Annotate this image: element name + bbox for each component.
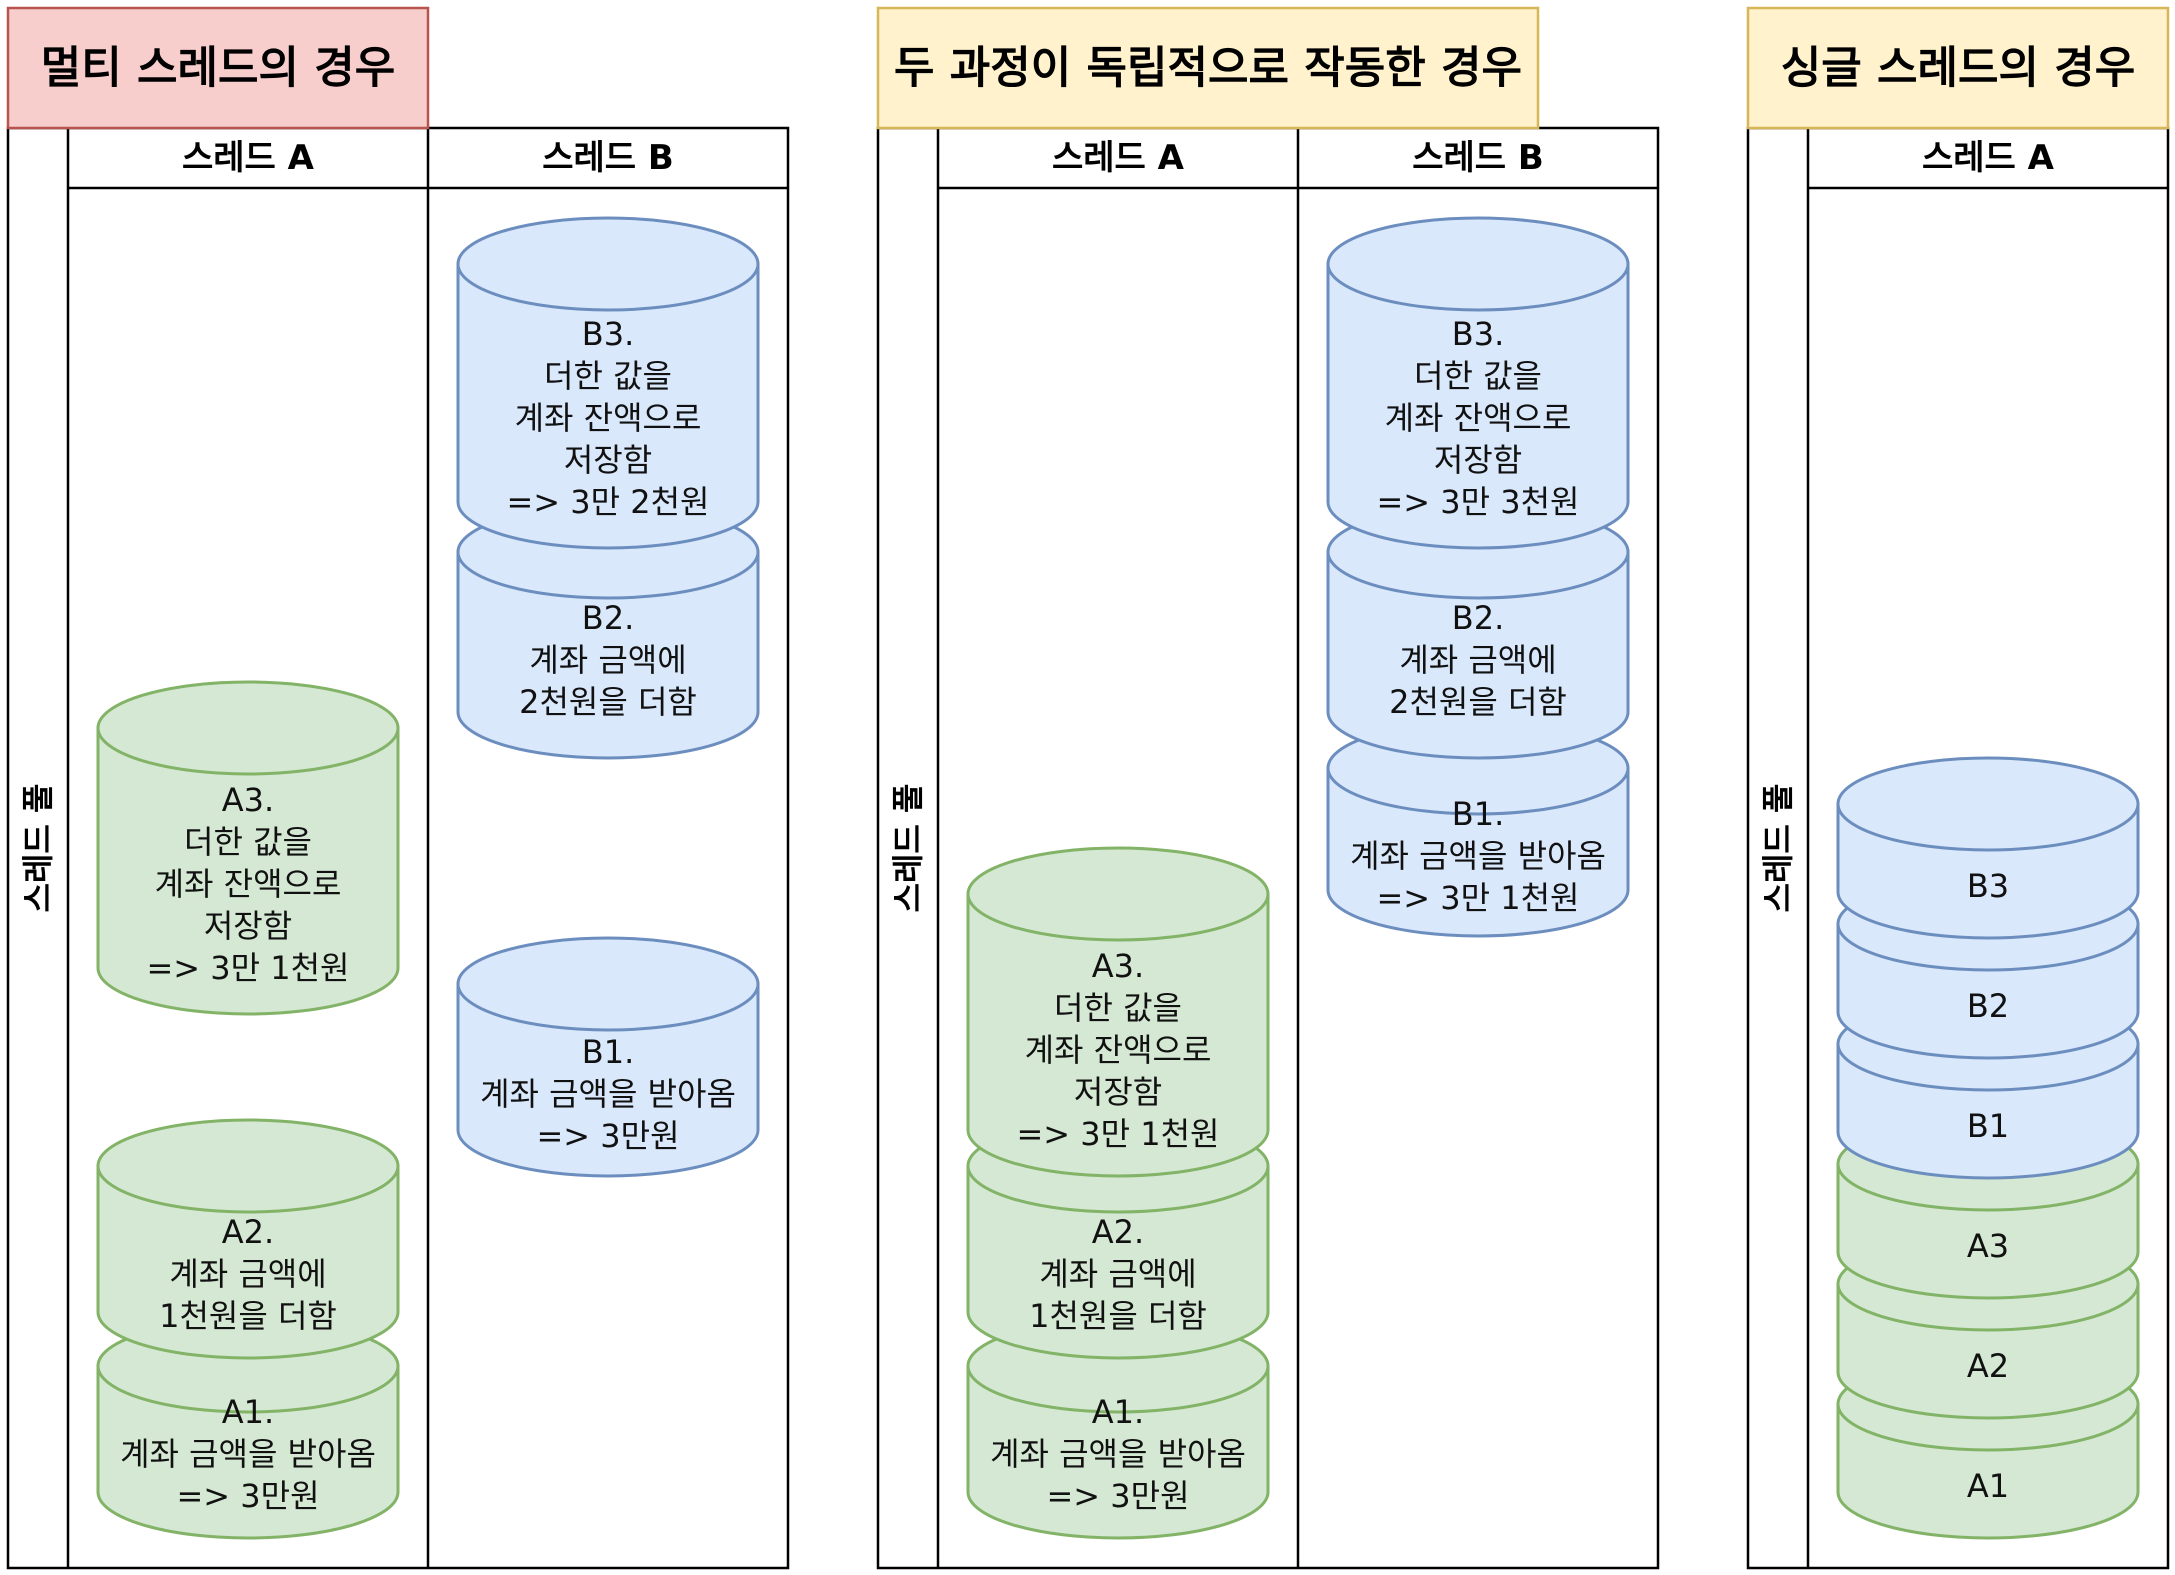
multi-cylinder-a3-line: 더한 값을: [184, 823, 312, 861]
multi-cylinder-b2-line: B2.: [582, 599, 634, 637]
independent-cylinder-a2-line: A2.: [1092, 1213, 1144, 1251]
multi-cylinder-b3-top: [456, 216, 760, 312]
independent-cylinder-a1-line: 계좌 금액을 받아옴: [990, 1435, 1246, 1473]
independent-cylinder-b2-line: B2.: [1452, 599, 1504, 637]
multi-cylinder-a3-line: 저장함: [204, 907, 292, 945]
independent-cylinder-a1-line: A1.: [1092, 1393, 1144, 1431]
independent-cylinder-a3-line: 계좌 잔액으로: [1025, 1031, 1212, 1069]
independent-cylinder-b3-line: => 3만 3천원: [1376, 483, 1579, 521]
multi-cylinder-b1-body: [456, 982, 760, 1178]
multi-cylinder-a2-line: 1천원을 더함: [159, 1297, 337, 1335]
multi-cylinder-a3-body: [96, 726, 400, 1016]
independent-cylinder-b1-line: => 3만 1천원: [1376, 879, 1579, 917]
multi-cylinder-a3-line: => 3만 1천원: [146, 949, 349, 987]
independent-cylinder-a3-line: 더한 값을: [1054, 989, 1182, 1027]
multi-cylinder-a2-line: A2.: [222, 1213, 274, 1251]
independent-lane-a-header: 스레드 A: [1052, 138, 1185, 178]
single-cylinder-b3: B3: [1836, 756, 2140, 940]
independent-cylinder-a3-top: [966, 846, 1270, 942]
independent-cylinder-a3-body: [966, 892, 1270, 1178]
multi-cylinder-b1-line: B1.: [582, 1033, 634, 1071]
independent-cylinder-b3-line: 계좌 잔액으로: [1385, 399, 1572, 437]
multi-cylinder-b3-body: [456, 262, 760, 550]
multi-cylinder-a3-line: 계좌 잔액으로: [155, 865, 342, 903]
independent-cylinder-b3-line: 저장함: [1434, 441, 1522, 479]
independent-lane-b-header: 스레드 B: [1412, 138, 1544, 178]
single-cylinder-b2-line: B2: [1967, 987, 2009, 1025]
multi-cylinder-a2-body: [96, 1164, 400, 1360]
single-cylinder-a3-line: A3: [1967, 1227, 2009, 1265]
single-cylinder-a2-line: A2: [1967, 1347, 2009, 1385]
independent-cylinder-b3-body: [1326, 262, 1630, 550]
independent-cylinder-b1-line: B1.: [1452, 795, 1504, 833]
multi-cylinder-b2-line: 계좌 금액에: [529, 641, 686, 679]
independent-cylinder-b3-top: [1326, 216, 1630, 312]
multi-cylinder-b3-line: => 3만 2천원: [506, 483, 709, 521]
multi-title-box: [6, 6, 430, 130]
independent-cylinder-b3-line: B3.: [1452, 315, 1504, 353]
independent-cylinder-b3-line: 더한 값을: [1414, 357, 1542, 395]
single-title: 싱글 스레드의 경우: [1781, 43, 2135, 94]
multi-cylinder-b2-body: [456, 550, 760, 760]
independent-cylinder-a1-body: [966, 1364, 1270, 1540]
multi-cylinder-b1-top: [456, 936, 760, 1032]
single-title-box: [1746, 6, 2170, 130]
multi-cylinder-b1: B1. 계좌 금액을 받아옴 => 3만원: [456, 936, 760, 1178]
multi-cylinder-a3-top: [96, 680, 400, 776]
independent-cylinder-a3-line: => 3만 1천원: [1016, 1115, 1219, 1153]
independent-title: 두 과정이 독립적으로 작동한 경우: [894, 43, 1522, 94]
multi-cylinder-b3-line: 계좌 잔액으로: [515, 399, 702, 437]
independent-cylinder-b1-body: [1326, 766, 1630, 938]
multi-cylinder-b3-line: 저장함: [564, 441, 652, 479]
independent-title-box: [876, 6, 1540, 130]
multi-cylinder-a3-line: A3.: [222, 781, 274, 819]
multi-lane-a-header: 스레드 A: [182, 138, 315, 178]
independent-cylinder-b2-body: [1326, 550, 1630, 760]
multi-cylinder-a2-top: [96, 1118, 400, 1214]
single-cylinder-b3-line: B3: [1967, 867, 2009, 905]
multi-cylinder-a2-line: 계좌 금액에: [169, 1255, 326, 1293]
independent-cylinder-a2-line: 1천원을 더함: [1029, 1297, 1207, 1335]
multi-title: 멀티 스레드의 경우: [41, 43, 395, 94]
independent-pool-label: 스레드 풀: [889, 784, 927, 913]
multi-cylinder-a2: A2. 계좌 금액에 1천원을 더함: [96, 1118, 400, 1360]
independent-cylinder-b2-line: 계좌 금액에: [1399, 641, 1556, 679]
multi-pool-label: 스레드 풀: [19, 784, 57, 913]
single-pool-label: 스레드 풀: [1759, 784, 1797, 913]
independent-cylinder-a2-line: 계좌 금액에: [1039, 1255, 1196, 1293]
multi-cylinder-a1-line: A1.: [222, 1393, 274, 1431]
independent-cylinder-a3-line: A3.: [1092, 947, 1144, 985]
multi-cylinder-a1-line: => 3만원: [176, 1477, 319, 1515]
multi-cylinder-b1-line: => 3만원: [536, 1117, 679, 1155]
multi-cylinder-a1-line: 계좌 금액을 받아옴: [120, 1435, 376, 1473]
multi-cylinder-b3-line: B3.: [582, 315, 634, 353]
multi-cylinder-b1-line: 계좌 금액을 받아옴: [480, 1075, 736, 1113]
single-lane-a-header: 스레드 A: [1922, 138, 2055, 178]
independent-cylinder-a2-body: [966, 1164, 1270, 1360]
multi-cylinder-b3-line: 더한 값을: [544, 357, 672, 395]
single-cylinder-a1-line: A1: [1967, 1467, 2009, 1505]
independent-cylinder-a3-line: 저장함: [1074, 1073, 1162, 1111]
single-cylinder-b1-line: B1: [1967, 1107, 2009, 1145]
multi-cylinder-a1-body: [96, 1364, 400, 1540]
independent-cylinder-a1-line: => 3만원: [1046, 1477, 1189, 1515]
multi-lane-b-header: 스레드 B: [542, 138, 674, 178]
single-cylinder-b3-top: [1836, 756, 2140, 852]
multi-cylinder-b2-line: 2천원을 더함: [519, 683, 697, 721]
independent-cylinder-b1-line: 계좌 금액을 받아옴: [1350, 837, 1606, 875]
independent-cylinder-b2-line: 2천원을 더함: [1389, 683, 1567, 721]
